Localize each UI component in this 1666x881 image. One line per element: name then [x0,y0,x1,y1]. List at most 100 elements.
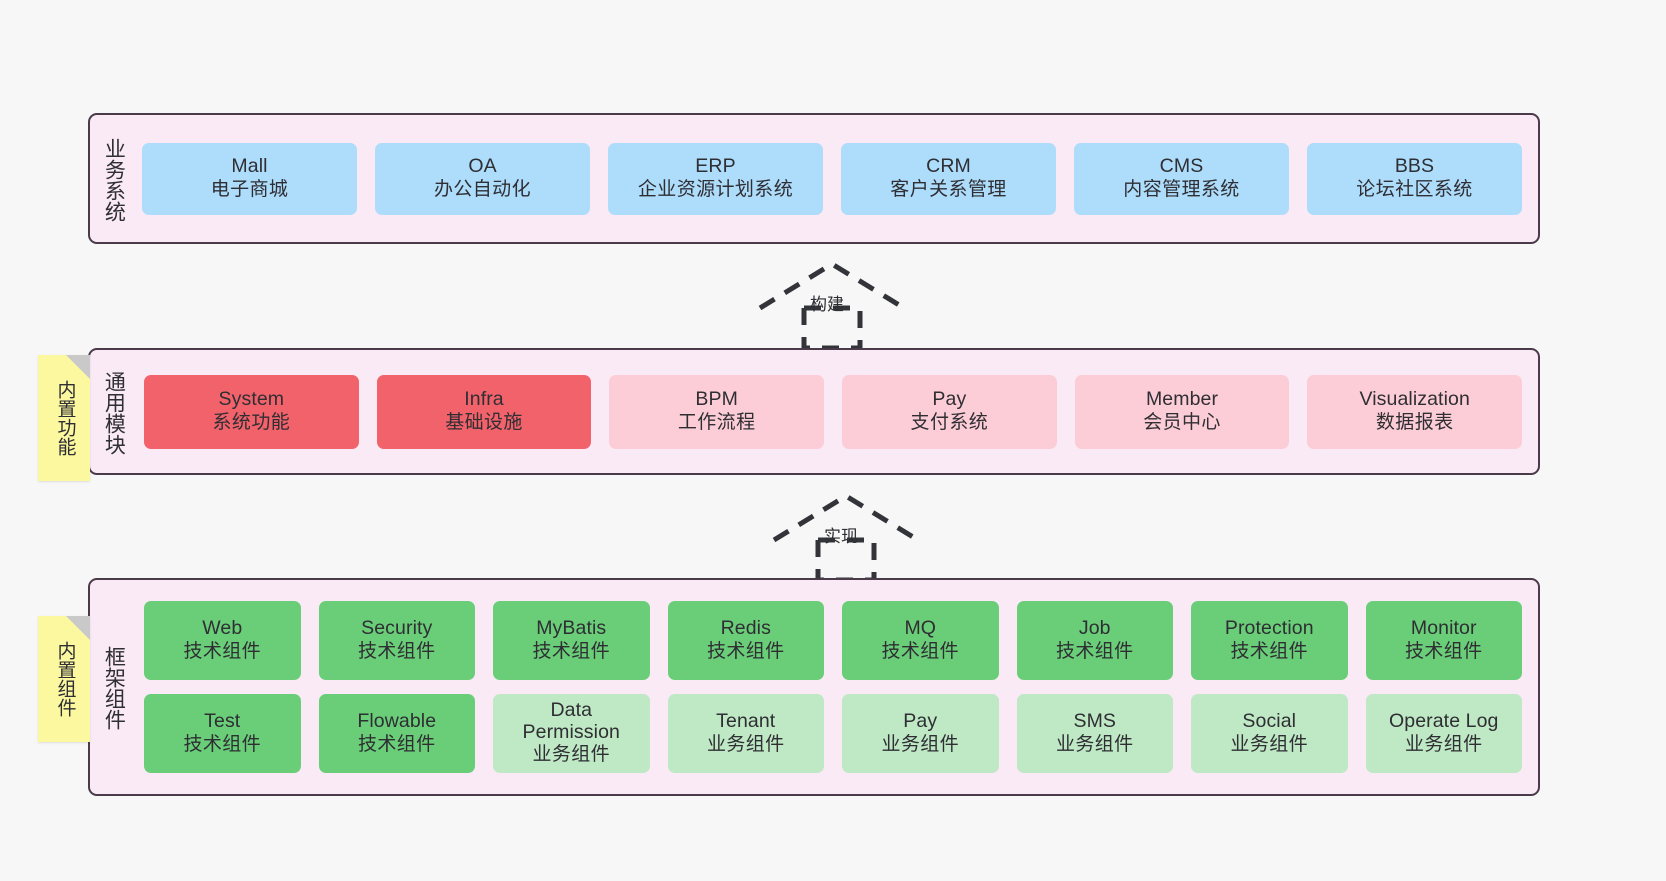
card-bbs[interactable]: BBS 论坛社区系统 [1307,142,1522,215]
card-redis[interactable]: Redis 技术组件 [667,601,824,680]
card-operate-log[interactable]: Operate Log 业务组件 [1365,694,1522,773]
note-builtin-features: 内置功能 [38,355,90,481]
note-fold-icon [66,616,90,640]
card-subtitle: 数据报表 [1375,411,1454,433]
card-title: MQ [904,617,937,640]
card-flowable[interactable]: Flowable 技术组件 [318,694,475,773]
card-title: Member [1145,388,1219,411]
card-subtitle: 技术组件 [357,733,436,755]
card-subtitle: 技术组件 [357,640,436,662]
card-subtitle: 技术组件 [1404,640,1483,662]
connector-label-build: 构建 [810,295,844,314]
card-subtitle: 系统功能 [212,411,291,433]
connector-label-implement: 实现 [824,527,858,546]
card-data-permission[interactable]: Data Permission 业务组件 [493,694,650,773]
card-title: SMS [1073,710,1117,733]
card-title: Monitor [1410,617,1477,640]
card-subtitle: 业务组件 [881,733,960,755]
card-oa[interactable]: OA 办公自动化 [375,142,590,215]
card-subtitle: 论坛社区系统 [1356,178,1473,200]
card-subtitle: 工作流程 [677,411,756,433]
section-common-module: 通用模块 System 系统功能 Infra 基础设施 BPM 工作流程 Pay… [88,348,1540,475]
card-sms[interactable]: SMS 业务组件 [1016,694,1173,773]
card-subtitle: 支付系统 [910,411,989,433]
card-subtitle: 技术组件 [706,640,785,662]
note-label: 内置组件 [54,641,76,717]
card-subtitle: 业务组件 [1055,733,1134,755]
card-mall[interactable]: Mall 电子商城 [142,142,357,215]
card-subtitle: 技术组件 [183,640,262,662]
card-title: Web [202,617,243,640]
card-erp[interactable]: ERP 企业资源计划系统 [608,142,823,215]
section-title-common-module: 通用模块 [102,370,126,455]
card-protection[interactable]: Protection 技术组件 [1191,601,1348,680]
card-title: Tenant [716,710,776,733]
card-title: Pay [903,710,938,733]
card-title: Infra [464,388,504,411]
note-fold-icon [66,355,90,379]
card-infra[interactable]: Infra 基础设施 [376,374,592,449]
card-subtitle: 业务组件 [1230,733,1309,755]
card-title: Test [204,710,241,733]
card-subtitle: 企业资源计划系统 [637,178,794,200]
card-visualization[interactable]: Visualization 数据报表 [1307,374,1523,449]
card-member[interactable]: Member 会员中心 [1074,374,1290,449]
card-title: CMS [1159,155,1204,178]
card-title: Visualization [1359,388,1470,411]
card-title: Pay [932,388,967,411]
connector-build: 构建 [752,258,912,351]
card-crm[interactable]: CRM 客户关系管理 [841,142,1056,215]
card-title: ERP [695,155,736,178]
section-title-framework-component: 框架组件 [102,646,126,730]
card-title: Redis [720,617,771,640]
note-builtin-components: 内置组件 [38,616,90,742]
card-row: Test 技术组件 Flowable 技术组件 Data Permission … [144,694,1522,773]
note-label: 内置功能 [54,380,76,456]
card-title: CRM [926,155,971,178]
section-body-business-system: Mall 电子商城 OA 办公自动化 ERP 企业资源计划系统 CRM 客户关系… [136,115,1538,242]
card-title: Social [1242,710,1297,733]
card-title: OA [468,155,497,178]
card-row: Mall 电子商城 OA 办公自动化 ERP 企业资源计划系统 CRM 客户关系… [142,142,1522,215]
card-title: Flowable [357,710,437,733]
section-framework-component: 框架组件 Web 技术组件 Security 技术组件 MyBatis 技术组件… [88,578,1540,796]
card-subtitle: 技术组件 [1230,640,1309,662]
card-test[interactable]: Test 技术组件 [144,694,301,773]
card-pay-component[interactable]: Pay 业务组件 [842,694,999,773]
card-title: System [218,388,285,411]
card-subtitle: 技术组件 [532,640,611,662]
card-job[interactable]: Job 技术组件 [1016,601,1173,680]
connector-implement: 实现 [766,490,926,583]
card-subtitle: 客户关系管理 [890,178,1007,200]
card-title: Operate Log [1388,710,1499,733]
section-body-common-module: System 系统功能 Infra 基础设施 BPM 工作流程 Pay 支付系统… [136,350,1538,473]
card-title: Job [1078,617,1111,640]
card-title: Data Permission [522,699,620,744]
card-row: System 系统功能 Infra 基础设施 BPM 工作流程 Pay 支付系统… [144,374,1523,449]
card-cms[interactable]: CMS 内容管理系统 [1074,142,1289,215]
card-mq[interactable]: MQ 技术组件 [842,601,999,680]
section-business-system: 业务系统 Mall 电子商城 OA 办公自动化 ERP 企业资源计划系统 CRM… [88,113,1540,244]
card-subtitle: 业务组件 [706,733,785,755]
card-subtitle: 办公自动化 [433,178,531,200]
card-subtitle: 基础设施 [445,411,523,433]
card-subtitle: 技术组件 [183,733,262,755]
card-subtitle: 内容管理系统 [1123,178,1240,200]
card-security[interactable]: Security 技术组件 [318,601,475,680]
card-social[interactable]: Social 业务组件 [1191,694,1348,773]
card-title: BBS [1394,155,1435,178]
card-title: Protection [1224,617,1314,640]
card-system[interactable]: System 系统功能 [144,374,359,449]
card-mybatis[interactable]: MyBatis 技术组件 [493,601,650,680]
card-title: BPM [695,388,738,411]
card-web[interactable]: Web 技术组件 [144,601,301,680]
card-row: Web 技术组件 Security 技术组件 MyBatis 技术组件 Redi… [144,601,1522,680]
card-bpm[interactable]: BPM 工作流程 [609,374,825,449]
card-tenant[interactable]: Tenant 业务组件 [667,694,824,773]
card-subtitle: 会员中心 [1143,411,1221,433]
card-pay-module[interactable]: Pay 支付系统 [842,374,1057,449]
card-monitor[interactable]: Monitor 技术组件 [1365,601,1522,680]
section-title-business-system: 业务系统 [102,137,126,222]
card-title: MyBatis [536,617,607,640]
